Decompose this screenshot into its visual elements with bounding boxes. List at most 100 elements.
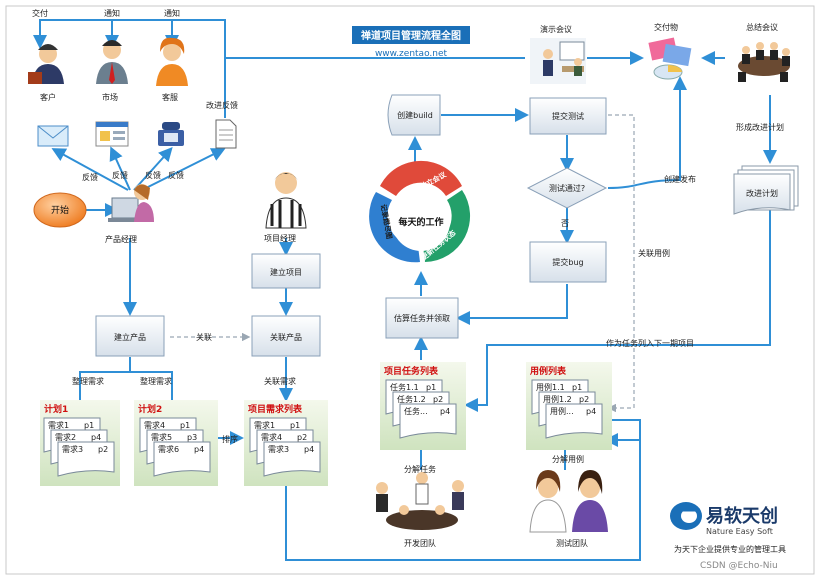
list-item-name: 需求4 [144,420,165,430]
list-item-priority: p1 [180,421,190,430]
list-item-priority: p2 [579,395,589,404]
list-item-priority: p4 [586,407,596,416]
test-team-label: 测试团队 [556,538,588,548]
customer-icon [28,44,64,84]
logo-slogan: 为天下企业提供专业的管理工具 [674,544,786,554]
deliverable-icon [648,37,692,80]
list-item-name: 用例1.2 [543,394,572,404]
plan2-title: 计划2 [138,403,162,415]
list-item-name: 任务1.2 [397,394,426,404]
test-passed-label: 测试通过? [549,183,585,193]
list-item-name: 需求6 [158,444,179,454]
doc-page [57,441,115,477]
list-item-priority: p2 [433,395,443,404]
list-item-priority: p1 [572,383,582,392]
list-item-priority: p2 [98,445,108,454]
label-tongzhi-1: 通知 [104,8,120,18]
list-item-priority: p3 [187,433,197,442]
product-manager-label: 产品经理 [105,234,137,244]
summary-meeting-icon [738,42,790,82]
edge-split-case: 分解用例 [552,454,584,464]
edge-split-task: 分解任务 [404,464,436,474]
label-tongzhi-2: 通知 [164,8,180,18]
edge-no: 否 [561,219,569,228]
list-item-priority: p1 [290,421,300,430]
project-manager-label: 项目经理 [264,233,296,243]
customer-label: 客户 [40,92,56,102]
email-icon [37,125,69,147]
create-build-label: 创建build [397,110,433,120]
test-passed-decision [526,167,608,209]
req-list-title: 项目需求列表 [248,403,303,415]
dev-team-label: 开发团队 [404,538,436,548]
list-item-priority: p4 [440,407,450,416]
list-item-name: 需求1 [254,420,275,430]
list-item-name: 需求5 [151,432,172,442]
list-item-priority: p2 [297,433,307,442]
case-list-title: 用例列表 [529,365,567,377]
logo-name: 易软天创 [706,505,778,527]
doc-page [153,441,211,477]
edge-sort-req-2: 整理需求 [140,376,172,386]
deliverable-label: 交付物 [654,22,678,32]
summary-meeting-label: 总结会议 [746,22,778,32]
edge-make-plan: 形成改进计划 [736,122,784,132]
diagram-title: 禅道项目管理流程全图 [360,29,461,42]
service-icon [156,37,188,86]
estimate-task-label: 估算任务并领取 [394,313,450,323]
title-block: 禅道项目管理流程全图 www.zentao.net [352,26,470,59]
label-jiaofu: 交付 [32,8,48,18]
improve-plan-doc [733,165,799,215]
list-item-priority: p4 [194,445,204,454]
feedback-label-4: 反馈 [168,170,184,180]
phone-icon [158,122,184,146]
demo-meeting-icon [530,38,586,84]
feedback-label-3: 反馈 [145,170,161,180]
link-product-box [251,315,321,357]
watermark: CSDN @Echo-Niu [700,561,778,571]
link-product-label: 关联产品 [270,332,302,342]
service-label: 客服 [162,92,178,102]
edge-link-label: 关联 [196,332,212,342]
estimate-task-box [385,297,459,339]
page-frame [5,5,815,575]
list-item-priority: p4 [304,445,314,454]
test-team-icon [529,470,608,533]
market-label: 市场 [102,92,118,102]
list-item-name: 任务... [404,406,428,416]
list-item-name: 用例1.1 [536,382,565,392]
improve-feedback-label: 改进反馈 [206,100,238,110]
feedback-label-2: 反馈 [112,170,128,180]
plan1-title: 计划1 [44,403,68,415]
list-item-name: 需求3 [62,444,83,454]
case-link-dashed [607,114,635,413]
create-build-box [387,94,441,136]
submit-test-label: 提交测试 [552,111,584,121]
list-item-name: 任务1.1 [390,382,419,392]
daily-cycle [369,160,471,263]
logo-en: Nature Easy Soft [706,527,773,536]
list-item-priority: p4 [91,433,101,442]
product-manager-icon [108,184,154,222]
demo-meeting-label: 演示会议 [540,24,572,34]
market-icon [96,40,128,84]
doc-page [263,441,321,477]
list-item-priority: p1 [84,421,94,430]
submit-test-box [529,97,607,135]
start-label: 开始 [51,204,69,216]
create-project-label: 建立项目 [270,267,302,277]
edge-next-iteration: 作为任务列入下一期项目 [606,338,694,348]
list-item-name: 需求4 [261,432,282,442]
edge-sort-req-1: 整理需求 [72,376,104,386]
document-icon [215,119,237,149]
edge-rank: 排序 [222,434,238,444]
cycle-center-label: 每天的工作 [398,216,443,228]
plan2-panel: 计划2 需求4 p1 需求5 p3 需求6 p4 [134,400,218,486]
edge-link-req: 关联需求 [264,376,296,386]
start-node [33,192,87,228]
dev-team-icon [376,472,464,530]
